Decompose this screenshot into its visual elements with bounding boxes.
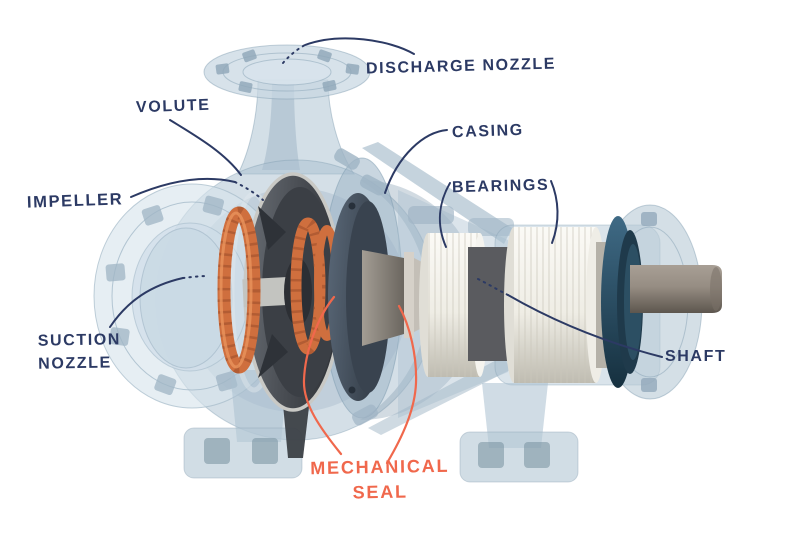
leader-mechanical-seal-left — [302, 295, 343, 456]
label-suction-nozzle-line2: NOZZLE — [38, 354, 112, 373]
leader-discharge-nozzle-tip — [282, 44, 306, 64]
foot-left-part — [183, 370, 303, 479]
label-bearings: BEARINGS — [451, 176, 550, 197]
label-mechanical-seal-line2: SEAL — [352, 481, 408, 503]
label-suction-nozzle-line1: SUCTION — [37, 331, 122, 350]
label-mechanical-seal: MECHANICAL SEAL — [300, 454, 461, 507]
leader-suction-nozzle — [109, 277, 184, 328]
leader-bearings-right — [550, 180, 559, 244]
foot-right-part — [459, 383, 579, 483]
leader-impeller — [130, 177, 236, 198]
leader-bearings-left — [438, 182, 451, 248]
leader-mechanical-seal-right — [385, 304, 418, 465]
leader-shaft — [507, 294, 663, 358]
leader-volute — [169, 119, 242, 176]
bearing-right-part — [504, 227, 606, 383]
label-suction-nozzle: SUCTION NOZZLE — [38, 328, 122, 375]
leader-discharge-nozzle — [304, 37, 415, 55]
leader-casing — [384, 129, 448, 194]
discharge-flange-bolts — [215, 49, 360, 93]
label-impeller: IMPELLER — [26, 190, 124, 212]
label-shaft: SHAFT — [665, 348, 727, 365]
wear-ring-part — [217, 206, 261, 374]
label-casing: CASING — [451, 121, 525, 142]
leader-suction-nozzle-tip — [182, 275, 209, 279]
label-volute: VOLUTE — [135, 96, 211, 117]
label-mechanical-seal-line1: MECHANICAL — [310, 455, 450, 479]
shaft-stub-part — [630, 265, 722, 313]
